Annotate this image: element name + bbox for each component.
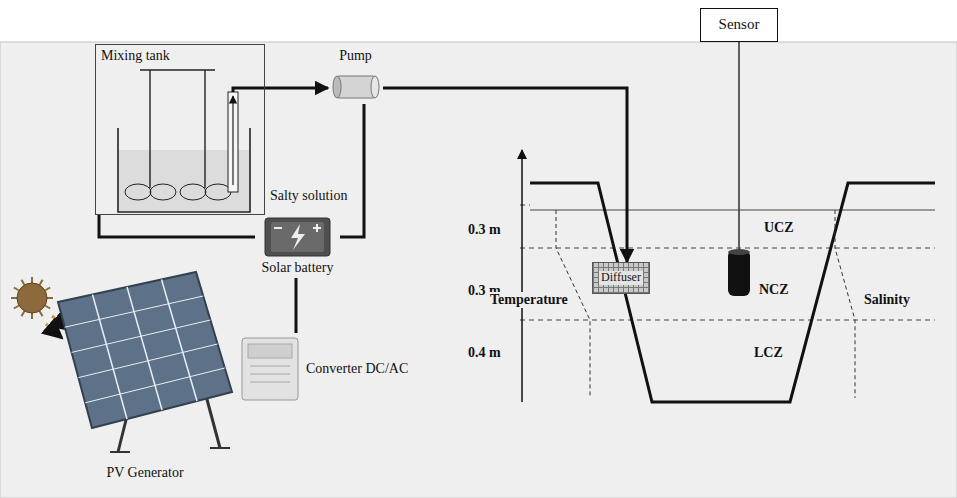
- pv-panel-part: [210, 447, 230, 449]
- pv-panel-part: [205, 392, 220, 448]
- battery-symbol: [265, 218, 330, 256]
- sensor-probe-part: [728, 249, 750, 255]
- sun-symbol-part: [31, 277, 33, 283]
- sensor-probe-part: [738, 42, 739, 250]
- node-text: Solar battery: [262, 260, 334, 276]
- solar-pond-part: [521, 150, 523, 402]
- sun-symbol-part: [40, 311, 43, 316]
- connector: [295, 278, 298, 333]
- solar-pond: [520, 150, 935, 402]
- mixing-tank-vessel-part: [125, 184, 151, 200]
- mixing-tank-vessel-part: [180, 184, 206, 200]
- connector: [265, 87, 328, 90]
- pv-panel-part: [93, 295, 128, 420]
- sun-symbol-part: [47, 297, 53, 299]
- tank-box: Mixing tank: [95, 44, 265, 215]
- pv-panel: [58, 272, 232, 452]
- node-text: Pump: [339, 48, 372, 64]
- pump-symbol-part: [333, 76, 341, 98]
- mixing-tank-vessel-part: [205, 184, 231, 200]
- battery-symbol-part: [271, 222, 324, 252]
- solar-pond-part: [520, 320, 935, 321]
- mixing-tank-vessel-part: [228, 92, 238, 192]
- node-text: Mixing tank: [101, 48, 170, 64]
- converter-symbol-part: [242, 338, 298, 400]
- node-text: Diffuser: [599, 271, 643, 285]
- converter-symbol-part: [250, 382, 290, 383]
- pv-panel-part: [85, 368, 225, 403]
- mixing-tank-vessel-part: [233, 88, 265, 92]
- pv-panel-part: [58, 272, 232, 428]
- sun-symbol-part: [14, 306, 19, 309]
- pv-panel-part: [78, 344, 217, 378]
- sensor-probe-part: [728, 250, 750, 296]
- node-text: PV Generator: [106, 465, 183, 481]
- battery-box: Solar battery: [255, 214, 340, 278]
- solar-pond-part: [835, 210, 855, 398]
- sun-symbol-part: [45, 306, 50, 309]
- dimension-label: 0.3 m: [466, 222, 503, 238]
- converter-symbol-part: [248, 344, 292, 358]
- mixing-tank-vessel-part: [232, 96, 233, 185]
- pv-generator-box: PV Generator: [45, 265, 245, 485]
- background-panel: [0, 42, 957, 498]
- sun-symbol-part: [17, 283, 47, 313]
- battery-symbol-part: [316, 224, 318, 232]
- solar-pond-part: [520, 248, 935, 249]
- sun-symbol-part: [22, 280, 25, 285]
- pv-panel-part: [72, 320, 211, 352]
- connector: [340, 104, 364, 237]
- converter-symbol-part: [250, 374, 290, 375]
- connector: [383, 88, 627, 262]
- mixing-tank-vessel-part: [204, 70, 205, 188]
- sun-symbol-part: [22, 311, 25, 316]
- axis-label: Salinity: [862, 292, 912, 308]
- sun-symbol-part: [45, 288, 50, 291]
- solution-label: Salty solution: [268, 188, 349, 204]
- pump-box: Pump: [328, 46, 383, 104]
- sun-symbol-part: [11, 297, 17, 299]
- pv-panel-part: [65, 296, 203, 327]
- converter-symbol: [242, 338, 298, 400]
- sensor-probe: [728, 42, 750, 296]
- pump-symbol: [333, 76, 379, 98]
- solar-pond-part: [530, 210, 935, 211]
- zone-label: UCZ: [762, 220, 796, 236]
- sun-symbol-part: [31, 313, 33, 319]
- mixing-tank-vessel-part: [149, 70, 150, 188]
- sun-symbol-part: [14, 288, 19, 291]
- pump-symbol-part: [371, 76, 379, 98]
- battery-symbol-part: [291, 224, 305, 250]
- zone-label: NCZ: [757, 282, 791, 298]
- pv-panel-part: [110, 451, 130, 453]
- battery-symbol-part: [274, 227, 282, 229]
- converter-symbol-part: [250, 366, 290, 367]
- node-text: Sensor: [719, 16, 760, 33]
- battery-symbol-part: [265, 218, 330, 256]
- diffuser-box: Diffuser: [592, 262, 650, 294]
- background-panel-part: [0, 42, 957, 498]
- connector: [99, 215, 255, 237]
- mixing-tank-vessel-part: [150, 184, 176, 200]
- converter-box: Converter DC/AC: [238, 333, 438, 405]
- zone-label: LCZ: [752, 345, 785, 361]
- sun-symbol-part: [46, 324, 62, 338]
- node-text: Converter DC/AC: [306, 361, 408, 377]
- axis-label: Temperature: [488, 292, 570, 308]
- sensor-box: Sensor: [700, 8, 778, 42]
- dimension-label: 0.4 m: [466, 345, 503, 361]
- sun-symbol-part: [40, 280, 43, 285]
- solar-pond-part: [530, 183, 935, 402]
- mixing-tank-vessel-part: [140, 69, 215, 70]
- mixing-tank-vessel: [118, 70, 265, 212]
